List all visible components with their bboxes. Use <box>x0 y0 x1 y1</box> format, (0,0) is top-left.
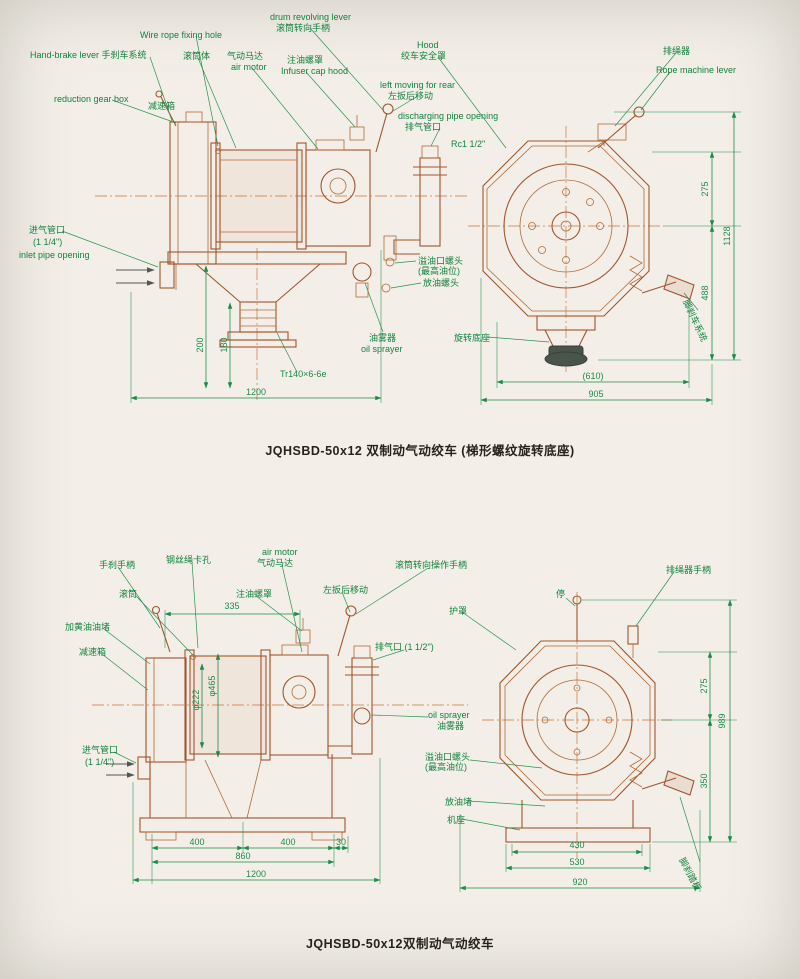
label-wire-rope-hole: 钢丝绳卡孔 <box>166 555 212 565</box>
label-b-reduction-box: 减速箱 <box>79 647 107 657</box>
bottom-dimension-lines <box>132 599 737 892</box>
label-oil-sprayer-en: oil sprayer <box>361 344 403 354</box>
dim-905: 905 <box>588 389 604 399</box>
label-infuser-cap-zh: 注油螺罩 <box>287 55 324 65</box>
caption-bottom-drawing: JQHSBD-50x12双制动气动绞车 <box>305 937 495 951</box>
dim-610: (610) <box>582 371 604 381</box>
label-grease-plug: 加黄油油堵 <box>65 622 111 632</box>
label-air-motor-en: air motor <box>231 62 267 72</box>
label-b-overflow-note: (最高油位) <box>425 762 467 772</box>
label-rope-machine-lever: Rope machine lever <box>656 65 737 75</box>
label-discharge-pipe-zh: 排气管口 <box>405 122 442 132</box>
label-left-moving-en: left moving for rear <box>380 80 456 90</box>
label-hand-brake-lever: Hand-brake lever 手刹车系统 <box>30 50 147 60</box>
label-left-moving-zh: 左扳后移动 <box>388 91 434 101</box>
label-infuser-cap-en: Infuser cap hood <box>281 66 349 76</box>
label-drain-plug: 放油螺头 <box>423 278 460 288</box>
dim-275-top: 275 <box>700 181 710 197</box>
dim-860: 860 <box>235 851 251 861</box>
dim-530: 530 <box>569 857 585 867</box>
label-stop: 停 <box>556 589 566 599</box>
label-hood-en: Hood <box>417 40 439 50</box>
label-b-drain-plug: 放油堵 <box>445 797 473 807</box>
label-b-left-moving: 左扳后移动 <box>323 585 369 595</box>
dim-335: 335 <box>224 601 240 611</box>
label-discharge-size: Rc1 1/2" <box>451 139 486 149</box>
label-swivel-base: 旋转底座 <box>454 333 491 343</box>
label-drum-body: 滚筒体 <box>183 51 211 61</box>
bottom-leader-lines <box>101 561 701 863</box>
dim-thread-tr140: Tr140×6-6e <box>280 369 327 379</box>
top-side-view <box>95 90 468 400</box>
label-overflow-plug: 溢油口螺头 <box>418 256 464 266</box>
dim-1128: 1128 <box>722 226 732 246</box>
dim-200: 200 <box>195 337 205 353</box>
label-b-air-motor-zh: 气动马达 <box>257 558 294 568</box>
label-reduction-gear-box-zh: 减速箱 <box>148 101 176 111</box>
label-rope-arranger-handle: 排绳器手柄 <box>666 565 712 575</box>
label-b-air-motor-en: air motor <box>262 547 298 557</box>
dim-1200-top: 1200 <box>245 387 267 397</box>
label-drum-revolving-lever-zh: 滚筒转向手柄 <box>276 23 331 33</box>
dim-430: 430 <box>569 840 585 850</box>
dim-1200-bottom: 1200 <box>245 869 267 879</box>
label-rope-arranger: 排绳器 <box>663 46 691 56</box>
label-b-overflow-plug: 溢油口螺头 <box>425 752 471 762</box>
label-discharge-pipe-en: discharging pipe opening <box>398 111 499 121</box>
label-guard: 护罩 <box>449 606 468 616</box>
caption-top-drawing: JQHSBD-50x12 双制动气动绞车 (梯形螺纹旋转底座) <box>265 444 575 458</box>
dim-phi222: φ222 <box>191 689 201 711</box>
dim-920: 920 <box>572 877 588 887</box>
dim-275-bottom: 275 <box>699 678 709 694</box>
label-b-inlet-size: (1 1/4") <box>85 757 115 767</box>
label-b-oil-sprayer-zh: 油雾器 <box>437 721 465 731</box>
dim-488: 488 <box>700 285 710 301</box>
label-b-inlet-zh: 进气管口 <box>82 745 119 755</box>
label-air-motor-zh: 气动马达 <box>227 51 264 61</box>
label-inlet-pipe-zh: 进气管口 <box>29 225 66 235</box>
dim-phi465: φ465 <box>207 675 217 697</box>
top-leader-lines <box>61 27 699 373</box>
dim-989: 989 <box>717 713 727 729</box>
label-exhaust-port: 排气口 (1 1/2") <box>375 642 434 652</box>
label-inlet-pipe-en: inlet pipe opening <box>19 250 90 260</box>
dim-30: 30 <box>335 837 346 847</box>
label-hood-zh: 绞车安全罩 <box>401 51 447 61</box>
dim-350: 350 <box>699 773 709 789</box>
label-machine-base: 机座 <box>447 815 466 825</box>
label-b-infuser-cap: 注油螺罩 <box>236 589 273 599</box>
label-drum: 滚筒 <box>119 589 138 599</box>
label-drum-operating-lever: 滚筒转向操作手柄 <box>395 560 468 570</box>
label-oil-sprayer-zh: 油雾器 <box>369 333 397 343</box>
label-drum-revolving-lever-en: drum revolving lever <box>270 12 352 22</box>
label-b-oil-sprayer-en: oil sprayer <box>428 710 470 720</box>
label-wire-rope-fixing-hole: Wire rope fixing hole <box>140 30 223 40</box>
dim-180: 180 <box>219 337 229 353</box>
label-reduction-gear-box-en: reduction gear box <box>54 94 129 104</box>
top-front-view <box>468 106 695 372</box>
dim-400-right: 400 <box>280 837 296 847</box>
label-overflow-note: (最高油位) <box>418 266 460 276</box>
label-hand-lever: 手刹手柄 <box>99 560 136 570</box>
bottom-front-view <box>482 592 695 858</box>
label-inlet-pipe-size: (1 1/4") <box>33 237 63 247</box>
top-dimension-lines <box>130 111 741 405</box>
dim-400-left: 400 <box>189 837 205 847</box>
